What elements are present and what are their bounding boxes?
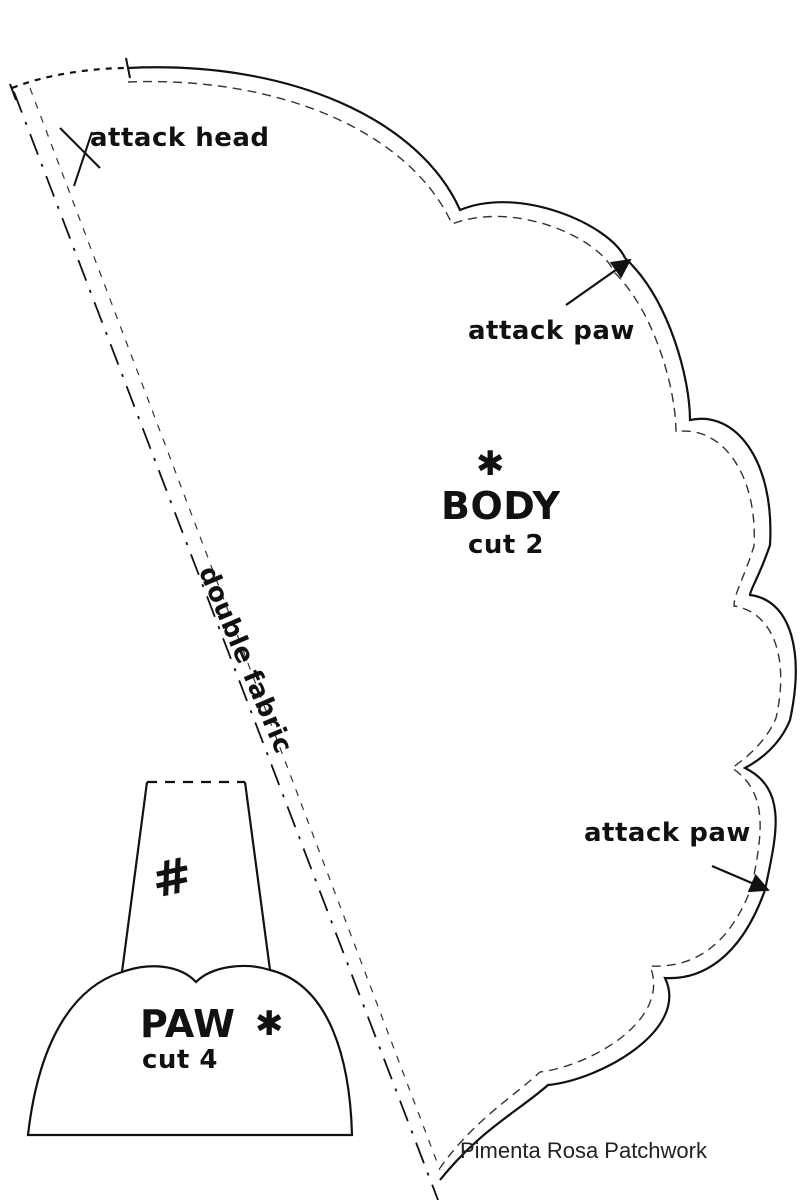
fold-line [13,91,439,1200]
paw-scallop [121,964,271,984]
credit-text: Pimenta Rosa Patchwork [460,1138,707,1163]
attack-head-mark [59,127,101,169]
paw-outline [26,781,354,1137]
attack-head-label: attack head [90,123,270,153]
attack-paw-arrow-lower [711,864,770,893]
attack-paw-label-upper: attack paw [468,316,635,346]
paw-star-mark: ✱ [255,1004,284,1044]
head-dotted-edge [11,66,129,90]
attack-paw-arrow-upper [565,258,632,306]
body-cut-label: cut 2 [468,530,544,560]
paw-title: PAW [140,1002,236,1046]
body-seam-line [127,80,782,1169]
body-star-mark: ✱ [476,444,505,484]
body-title: BODY [441,484,561,528]
fold-seam-line [29,87,441,1171]
attack-paw-label-lower: attack paw [584,818,751,848]
paw-cut-label: cut 4 [142,1045,218,1075]
body-outline [127,66,797,1181]
